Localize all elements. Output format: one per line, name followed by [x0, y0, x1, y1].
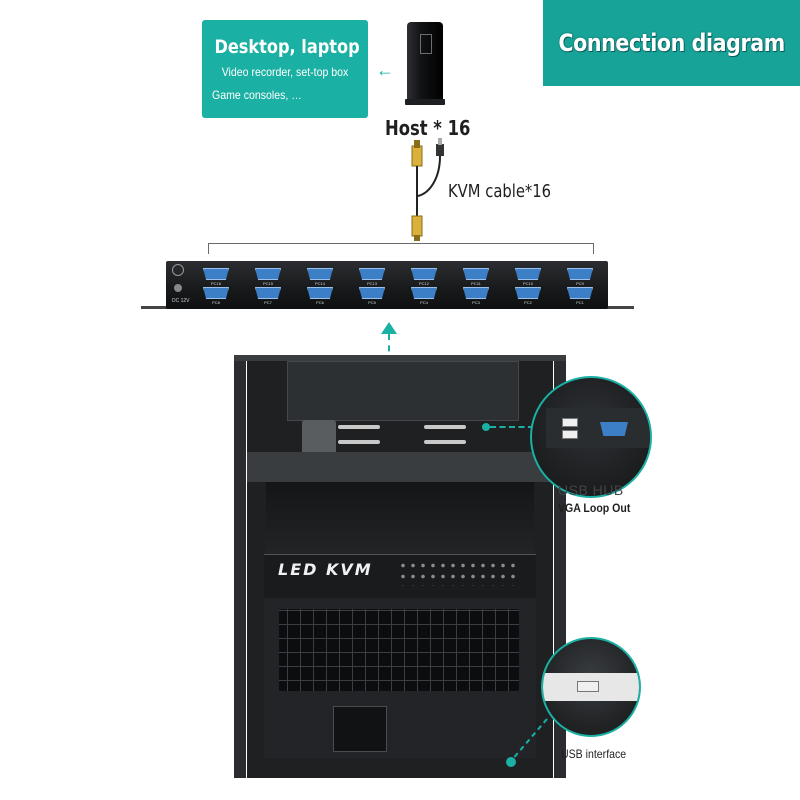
vga-port-icon — [307, 287, 333, 299]
touchpad — [333, 706, 387, 752]
vga-port-icon — [359, 287, 385, 299]
power-jack-icon — [174, 284, 182, 292]
keyboard — [279, 609, 519, 691]
port-select-buttons — [398, 560, 518, 586]
port-label: PC2 — [524, 300, 532, 305]
port-label: PC12 — [418, 281, 429, 286]
title-banner: Connection diagram — [543, 0, 800, 86]
vga-port-icon — [567, 287, 593, 299]
port-label: PC4 — [420, 300, 428, 305]
port-label: PC14 — [314, 281, 325, 286]
cable-label: KVM cable*16 — [448, 181, 552, 202]
vga-port-icon — [515, 268, 541, 280]
connector-line — [388, 334, 390, 374]
zoom-panel — [546, 408, 650, 448]
host-logo-icon — [420, 34, 432, 54]
devices-box: Desktop, laptop Video recorder, set-top … — [202, 20, 368, 118]
port-label: PC10 — [522, 281, 533, 286]
vga-port-icon — [463, 287, 489, 299]
usb-port-icon — [562, 418, 578, 427]
vga-port-icon — [411, 287, 437, 299]
vent-slot — [424, 425, 466, 429]
host-label: Host * 16 — [385, 116, 471, 140]
vent-slot — [424, 440, 466, 444]
usb-port-icon — [562, 430, 578, 439]
vga-port-icon — [255, 268, 281, 280]
rack-ear-left — [141, 306, 171, 309]
callout-line-usb-interface — [506, 718, 548, 767]
kvm-cable-icon — [411, 138, 444, 241]
vga-port-icon — [463, 268, 489, 280]
port-label: PC15 — [262, 281, 273, 286]
vga-port-icon — [203, 287, 229, 299]
devices-main-label: Desktop, laptop — [214, 36, 360, 58]
usb-interface-zoom — [541, 637, 641, 737]
callout-line-usb-hub — [490, 426, 534, 428]
arrow-left-icon: ← — [376, 60, 394, 80]
port-label: PC9 — [576, 281, 584, 286]
callout-dot-usb-hub — [482, 423, 490, 431]
port-label: PC8 — [212, 300, 220, 305]
devices-sub-label-2: Game consoles, … — [212, 88, 302, 102]
usb-hub-zoom — [530, 376, 652, 498]
diagram-title: Connection diagram — [558, 29, 785, 57]
cabinet-inner-plate — [287, 361, 519, 421]
cable-bundle — [302, 420, 336, 456]
arrow-up-icon — [381, 322, 397, 334]
vga-port-icon — [411, 268, 437, 280]
port-label: PC13 — [366, 281, 377, 286]
vga-port-icon — [359, 268, 385, 280]
usb-port-icon — [577, 681, 599, 692]
port-label: PC5 — [368, 300, 376, 305]
port-label: PC1 — [576, 300, 584, 305]
brand-label: LED KVM — [278, 560, 373, 579]
devices-sub-label-1: Video recorder, set-top box — [221, 65, 349, 79]
monitor-lid — [266, 482, 534, 554]
cabinet-top — [234, 355, 566, 361]
usb-hub-label: USB HUB — [558, 482, 624, 498]
ground-icon — [172, 264, 184, 276]
host-base — [405, 99, 445, 105]
host-pc-icon — [407, 22, 443, 102]
usb-interface-label: USB interface — [561, 747, 627, 761]
power-label: DC 12V — [172, 298, 190, 304]
monitor-lid-rim — [247, 452, 553, 482]
vga-port-icon — [515, 287, 541, 299]
kvm-switch-rear-panel — [166, 261, 608, 309]
rack-ear-right — [604, 306, 634, 309]
vga-port-icon — [307, 268, 333, 280]
vga-port-icon — [203, 268, 229, 280]
vga-port-icon — [567, 268, 593, 280]
vent-slot — [338, 425, 380, 429]
vent-slot — [338, 440, 380, 444]
port-label: PC7 — [264, 300, 272, 305]
bracket-line — [208, 243, 594, 254]
vga-port-icon — [255, 287, 281, 299]
port-label: PC11 — [471, 281, 481, 286]
rack-post-left — [234, 358, 246, 778]
port-label: PC16 — [210, 281, 221, 286]
vga-loop-label: VGA Loop Out — [558, 501, 631, 515]
port-label: PC6 — [316, 300, 324, 305]
port-label: PC3 — [472, 300, 480, 305]
vga-port-icon — [600, 422, 628, 436]
